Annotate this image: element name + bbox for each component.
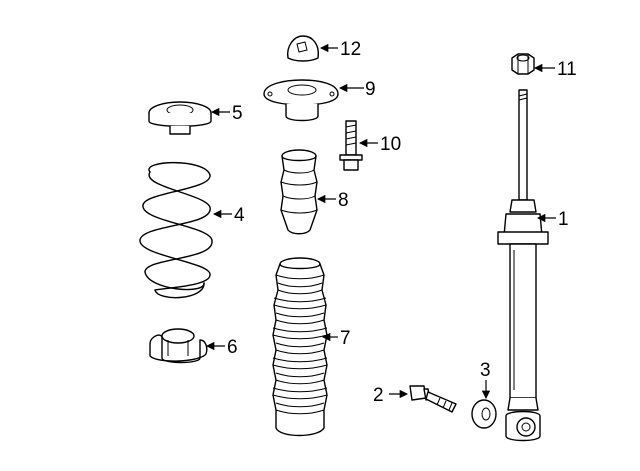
part-4-coil-spring[interactable] <box>139 161 213 299</box>
callout-5: 5 <box>232 103 243 124</box>
leader-lines <box>205 43 556 400</box>
part-9-upper-mount[interactable] <box>263 79 339 122</box>
callout-1: 1 <box>558 209 569 230</box>
part-5-upper-spring-seat[interactable] <box>148 101 212 135</box>
part-8-bump-stop[interactable] <box>280 149 318 235</box>
callout-9: 9 <box>365 79 376 100</box>
callout-7: 7 <box>340 328 351 349</box>
callout-3: 3 <box>480 360 491 381</box>
part-6-lower-spring-seat[interactable] <box>149 328 208 364</box>
part-1-shock-absorber[interactable] <box>497 89 549 442</box>
callout-6: 6 <box>227 337 238 358</box>
part-7-dust-boot[interactable] <box>272 257 328 437</box>
callout-11: 11 <box>557 59 577 80</box>
callout-12: 12 <box>340 39 361 60</box>
part-12-bump-cap[interactable] <box>287 35 319 62</box>
part-2-lower-bolt[interactable] <box>409 385 457 413</box>
part-11-nut[interactable] <box>511 53 535 75</box>
callout-8: 8 <box>338 190 349 211</box>
callout-10: 10 <box>380 134 401 155</box>
part-10-bolt[interactable] <box>339 120 363 171</box>
callout-2: 2 <box>373 385 384 406</box>
callout-4: 4 <box>234 205 245 226</box>
part-3-washer[interactable] <box>471 399 497 429</box>
callout-labels: 12 9 11 5 10 8 4 1 7 6 2 3 <box>227 39 577 406</box>
